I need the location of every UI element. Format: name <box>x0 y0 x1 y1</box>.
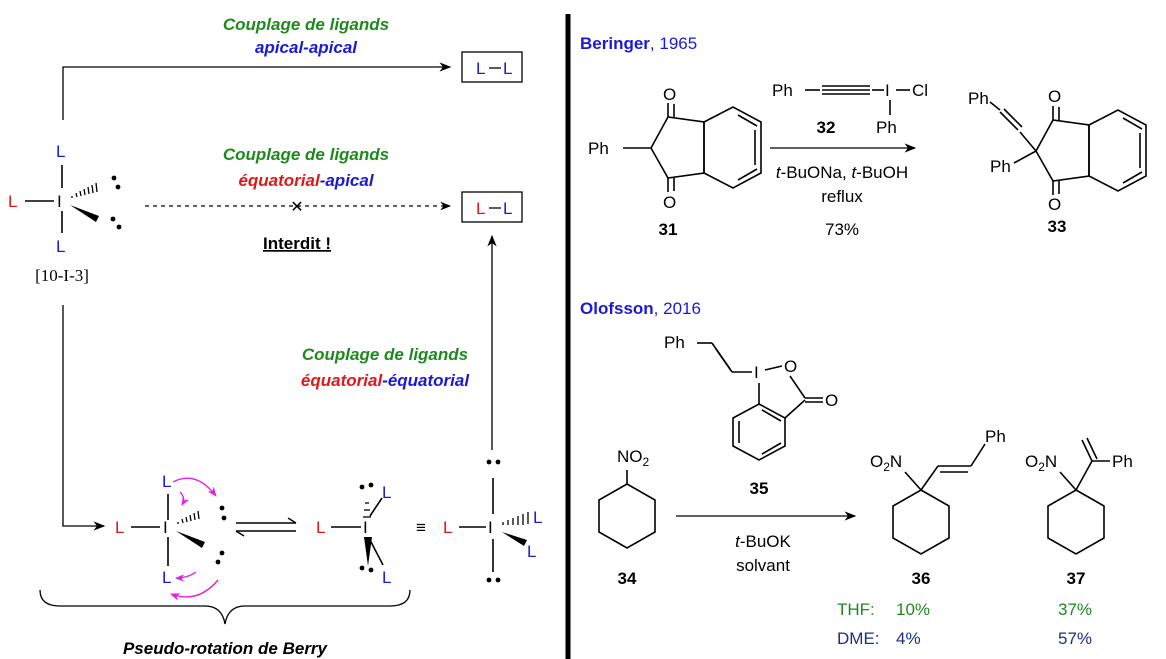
c32-ph-bottom: Ph <box>876 118 897 137</box>
ligand-equatorial: L <box>8 192 17 211</box>
c34-ring <box>598 483 656 549</box>
berry1-iodine: I <box>163 518 168 537</box>
product-box-eq-apical <box>461 191 523 223</box>
berry-arrow-1 <box>172 477 217 497</box>
berry3-ligand-lower: L <box>527 542 536 561</box>
compound-33-label: 33 <box>1048 217 1067 236</box>
cross-mark: ✕ <box>290 199 303 216</box>
c32-ph-left: Ph <box>772 81 793 100</box>
c37-o2n: O2N <box>1025 452 1057 474</box>
compound-31-label: 31 <box>659 220 678 239</box>
compound-36-label: 36 <box>912 569 931 588</box>
beringer-header: Beringer, 1965 <box>580 34 697 53</box>
beringer-conditions-1: t-BuONa, t-BuOH <box>776 163 908 182</box>
c33-ph-bottom: Ph <box>990 157 1011 176</box>
coupling-apical-title: Couplage de ligands <box>223 15 389 34</box>
compound-31 <box>623 103 762 192</box>
c31-o-top: O <box>663 85 676 104</box>
product-apical-l2: L <box>503 59 512 78</box>
berry3-ligand-right: L <box>533 508 542 527</box>
c32-cl: Cl <box>912 81 928 100</box>
yield-dme-36: 4% <box>896 629 921 648</box>
notation-label: [10-I-3] <box>35 266 89 285</box>
berry1-ligand-left: L <box>115 518 124 537</box>
c35-o-carbonyl: O <box>825 391 838 410</box>
solvent-dme: DME: <box>837 629 880 648</box>
coupling-eq-apical-type: équatorial-apical <box>238 171 374 190</box>
c35-o-ring: O <box>784 357 797 376</box>
ligand-bottom: L <box>56 237 65 256</box>
c33-o-top: O <box>1048 87 1061 106</box>
c33-o-bottom: O <box>1048 195 1061 214</box>
forbidden-label: Interdit ! <box>263 234 331 253</box>
c37-ring <box>1047 489 1105 555</box>
olofsson-conditions-2: solvant <box>736 556 790 575</box>
c37-ph: Ph <box>1112 452 1133 471</box>
berry2-ligand-left: L <box>316 518 325 537</box>
iodine-atom: I <box>57 192 62 211</box>
product-apical-l1: L <box>476 59 485 78</box>
product-eq-l1: L <box>476 199 485 218</box>
olofsson-conditions-1: t-BuOK <box>735 532 791 551</box>
berry2-iodine: I <box>363 518 368 537</box>
equiv-symbol: ≡ <box>416 518 426 537</box>
berry-label: Pseudo-rotation de Berry <box>123 639 329 658</box>
arrow-apical <box>62 62 452 120</box>
coupling-eq-eq-title: Couplage de ligands <box>302 345 468 364</box>
ligand-top: L <box>56 142 65 161</box>
compound-32-label: 32 <box>817 118 836 137</box>
coupling-eq-eq-type: équatorial-équatorial <box>301 371 470 390</box>
compound-37-label: 37 <box>1067 569 1086 588</box>
brace <box>39 589 411 625</box>
compound-34-label: 34 <box>618 569 637 588</box>
berry-arrow-2 <box>170 579 219 601</box>
compound-33 <box>989 101 1147 195</box>
c36-ring <box>892 489 950 555</box>
berry2-ligand-bottom: L <box>382 568 391 587</box>
solid-wedge <box>70 205 99 222</box>
yield-dme-37: 57% <box>1058 629 1092 648</box>
berry1-ligand-bottom: L <box>162 568 171 587</box>
c32-i: I <box>885 81 890 100</box>
c31-ph: Ph <box>588 139 609 158</box>
c35-ph: Ph <box>664 333 685 352</box>
berry2-ligand-top: L <box>382 483 391 502</box>
coupling-eq-apical-title: Couplage de ligands <box>223 145 389 164</box>
beringer-yield: 73% <box>825 220 859 239</box>
c35-benzene <box>732 403 786 461</box>
c36-ph: Ph <box>985 427 1006 446</box>
arrow-to-berry <box>62 305 106 531</box>
beringer-conditions-2: reflux <box>821 187 863 206</box>
hashed-wedge <box>71 182 98 198</box>
coupling-apical-type: apical-apical <box>255 38 358 57</box>
solvent-thf: THF: <box>837 600 875 619</box>
berry3-iodine: I <box>488 518 493 537</box>
c34-no2: NO2 <box>617 447 650 469</box>
yield-thf-37: 37% <box>1058 600 1092 619</box>
c31-o-bottom: O <box>663 193 676 212</box>
c35-i: I <box>754 363 759 382</box>
product-eq-l2: L <box>503 199 512 218</box>
compound-35-label: 35 <box>750 479 769 498</box>
product-box-apical <box>461 51 523 83</box>
yield-thf-36: 10% <box>896 600 930 619</box>
c33-ph-top: Ph <box>968 89 989 108</box>
olofsson-header: Olofsson, 2016 <box>580 299 701 318</box>
berry1-ligand-top: L <box>162 472 171 491</box>
c36-o2n: O2N <box>870 452 902 474</box>
berry3-ligand-left: L <box>443 518 452 537</box>
